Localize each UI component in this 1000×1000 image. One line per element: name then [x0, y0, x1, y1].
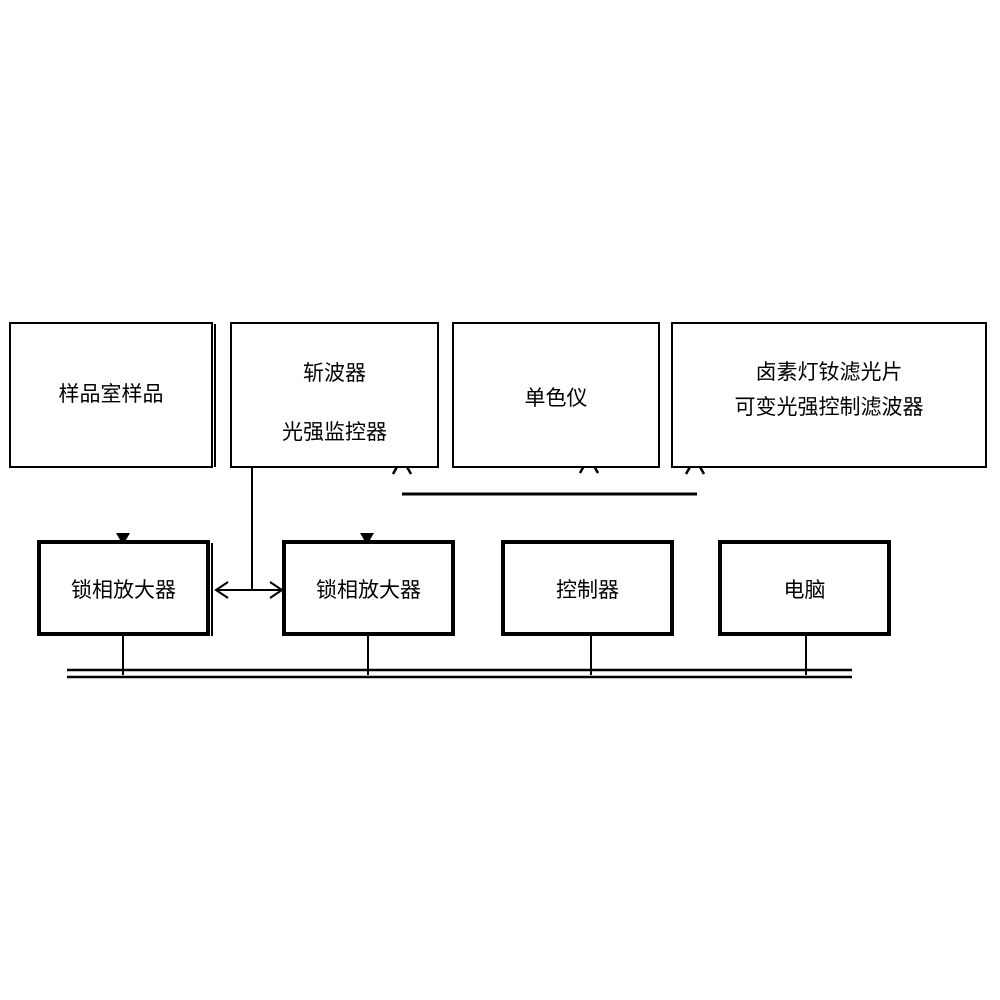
- lockin-amplifier-label-2: 锁相放大器: [316, 578, 421, 602]
- computer-box: 电脑: [718, 540, 891, 636]
- lamp-filter-box: 卤素灯钕滤光片 可变光强控制滤波器: [671, 322, 987, 468]
- sample-chamber-label: 样品室样品: [58, 382, 164, 406]
- sample-chamber-box: 样品室样品: [9, 322, 213, 468]
- input-marker-lockin-1: [116, 533, 130, 545]
- chopper-label: 斩波器: [303, 361, 366, 385]
- arrow-head-left: [214, 581, 229, 599]
- computer-label: 电脑: [783, 578, 826, 602]
- variable-filter-label: 可变光强控制滤波器: [734, 395, 924, 419]
- lockin-amplifier-label-1: 锁相放大器: [71, 578, 176, 602]
- monochromator-label: 单色仪: [524, 386, 588, 410]
- controller-label: 控制器: [556, 578, 619, 602]
- controller-box: 控制器: [501, 540, 674, 636]
- chopper-box: 斩波器 光强监控器: [230, 322, 439, 468]
- lockin-amplifier-box-2: 锁相放大器: [282, 540, 455, 636]
- lamp-filter-label: 卤素灯钕滤光片: [755, 360, 903, 384]
- lockin-amplifier-box-1: 锁相放大器: [37, 540, 210, 636]
- input-marker-lockin-2: [360, 533, 374, 545]
- intensity-monitor-label: 光强监控器: [282, 420, 387, 444]
- monochromator-box: 单色仪: [452, 322, 660, 468]
